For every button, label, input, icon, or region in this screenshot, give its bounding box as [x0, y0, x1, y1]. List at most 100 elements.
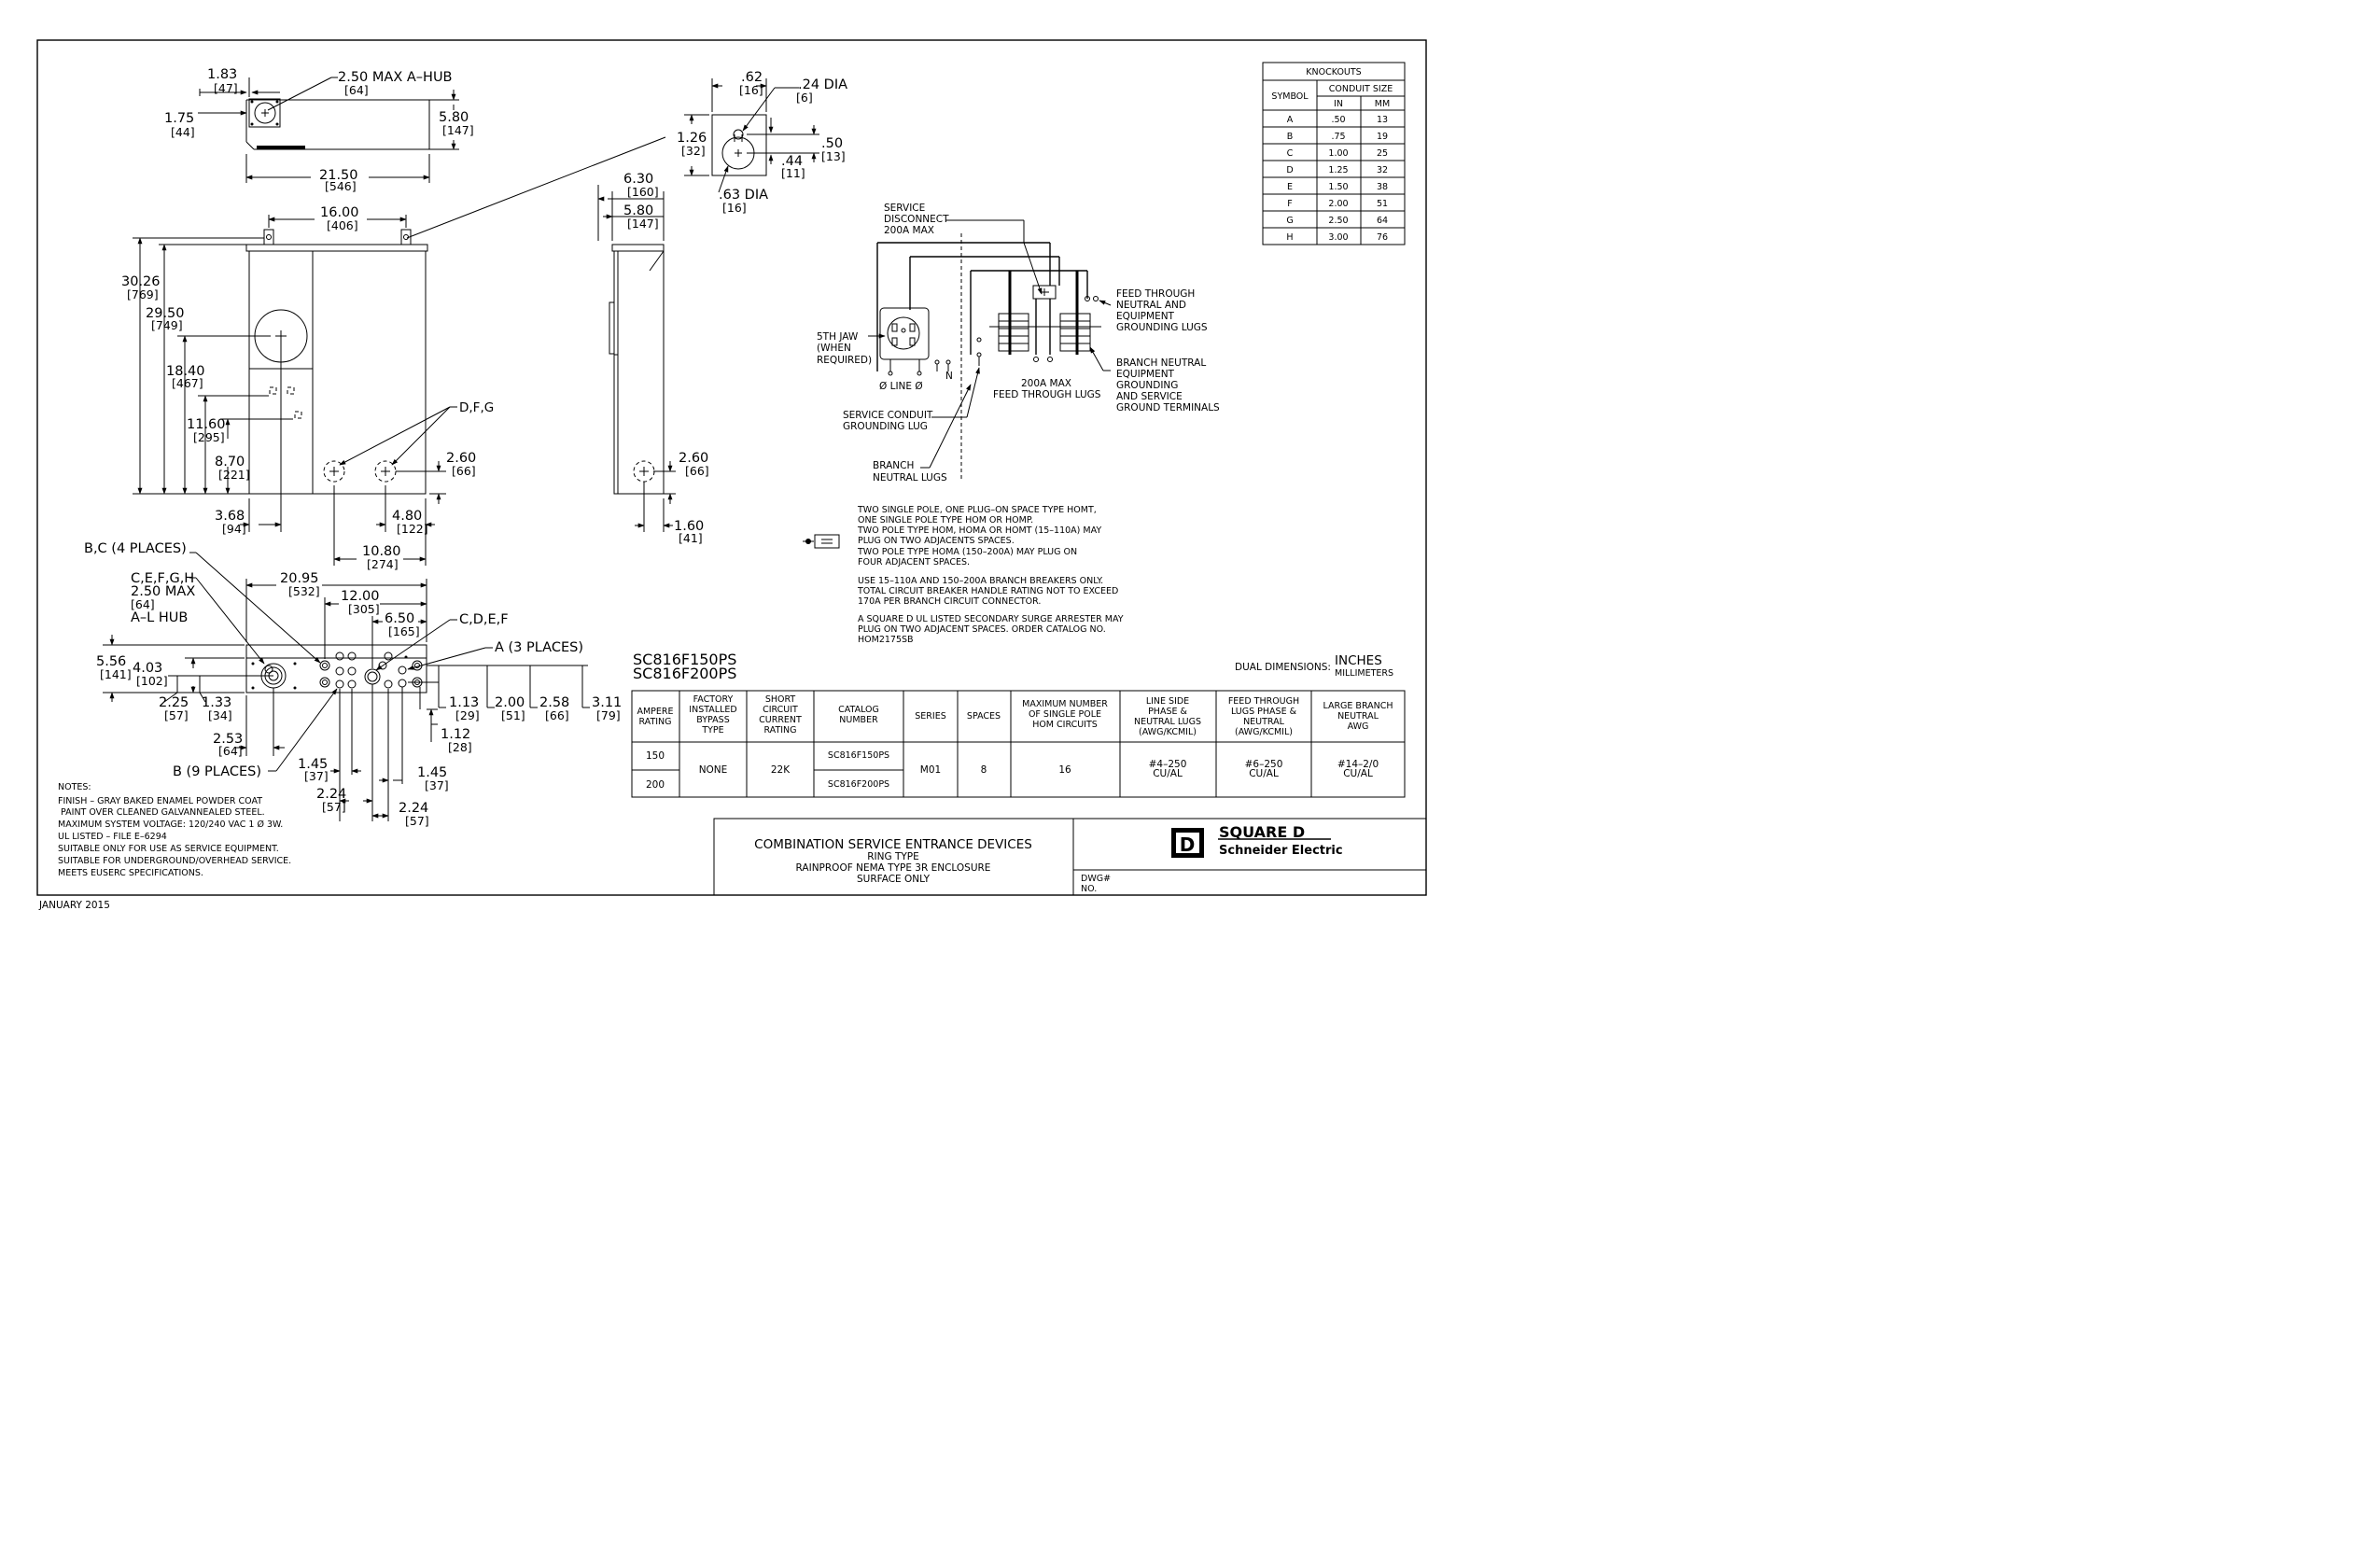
hdr-feed-lugs: LUGS PHASE & — [1231, 707, 1297, 717]
label-service-1: SERVICE — [884, 203, 925, 214]
note-line: SUITABLE ONLY FOR USE AS SERVICE EQUIPME… — [58, 844, 279, 854]
cell-amp-200: 200 — [646, 779, 665, 791]
hdr-bypass: INSTALLED — [689, 705, 736, 715]
note-line: PAINT OVER CLEANED GALVANNEALED STEEL. — [58, 807, 265, 818]
label-branch-1: BRANCH NEUTRAL — [1116, 357, 1206, 369]
label-feed200-2: FEED THROUGH LUGS — [993, 389, 1101, 400]
bottom-view — [103, 552, 590, 821]
ko-row-mm: 32 — [1377, 165, 1388, 175]
catalog-heading: SC816F150PS SC816F200PS DUAL DIMENSIONS:… — [633, 651, 1393, 682]
ko-row-in: .75 — [1331, 132, 1345, 142]
hdr-line-lugs: PHASE & — [1148, 707, 1187, 717]
dim-top-b: 1.75 — [164, 111, 194, 126]
dwg-no-label: NO. — [1081, 884, 1097, 894]
title-main: COMBINATION SERVICE ENTRANCE DEVICES — [754, 837, 1032, 852]
label-jaw-3: REQUIRED) — [817, 355, 872, 366]
hdr-branch-neutral: LARGE BRANCH — [1323, 701, 1393, 711]
dim-sd-580-mm: [147] — [627, 217, 659, 231]
dim-bt-224a-mm: [57] — [322, 800, 346, 814]
dim-bt-556-mm: [141] — [100, 667, 132, 681]
cell-line-lugs: #4–250 — [1149, 759, 1187, 770]
note-line: FINISH – GRAY BAKED ENAMEL POWDER COAT — [58, 796, 262, 806]
breaker-note-line: ONE SINGLE POLE TYPE HOM OR HOMP. — [858, 515, 1033, 525]
cell-spaces: 8 — [981, 764, 987, 776]
dim-bt-145a-mm: [37] — [304, 769, 329, 783]
dim-sd-260-mm: [66] — [685, 464, 709, 478]
dim-bt-113-mm: [29] — [455, 708, 480, 722]
dual-dim-label: DUAL DIMENSIONS: — [1235, 662, 1331, 673]
dim-fr-3026-mm: [769] — [127, 287, 159, 301]
label-250max-mm: [64] — [131, 597, 155, 611]
hdr-line-lugs: (AWG/KCMIL) — [1139, 727, 1197, 737]
spec-table-text: AMPERE RATING FACTORY INSTALLED BYPASS T… — [637, 694, 1393, 791]
cell-cat-150: SC816F150PS — [828, 750, 889, 761]
ko-mm-header: MM — [1375, 99, 1390, 109]
notes: NOTES: FINISH – GRAY BAKED ENAMEL POWDER… — [58, 782, 291, 878]
label-branch-5: GROUND TERMINALS — [1116, 402, 1220, 413]
keyhole-detail — [406, 78, 819, 239]
dim-sd-260: 2.60 — [679, 451, 708, 466]
ko-conduit-header: CONDUIT SIZE — [1329, 84, 1393, 94]
label-branch-2: EQUIPMENT — [1116, 369, 1175, 380]
ko-row-in: 1.25 — [1328, 165, 1348, 175]
ko-row-in: 1.50 — [1328, 182, 1348, 192]
dim-sd-630: 6.30 — [623, 172, 653, 187]
ko-row-symbol: H — [1286, 232, 1293, 243]
dim-fr-1160: 11.60 — [187, 417, 226, 432]
breaker-note-line: 170A PER BRANCH CIRCUIT CONNECTOR. — [858, 596, 1041, 607]
label-feed-3: EQUIPMENT — [1116, 311, 1175, 322]
ko-row-mm: 19 — [1377, 132, 1388, 142]
breaker-note-line: TWO POLE TYPE HOMA (150–200A) MAY PLUG O… — [857, 547, 1077, 557]
dim-fr-368: 3.68 — [215, 509, 245, 524]
ko-row-symbol: C — [1287, 148, 1294, 159]
dim-top-hub: 2.50 MAX A–HUB — [338, 70, 453, 85]
ko-row-symbol: A — [1287, 115, 1294, 125]
dim-bt-403-mm: [102] — [136, 674, 168, 688]
ko-row-mm: 51 — [1377, 199, 1388, 209]
wiring-schematic — [868, 219, 1112, 481]
label-a3: A (3 PLACES) — [495, 640, 583, 655]
ko-symbol-header: SYMBOL — [1271, 91, 1309, 102]
model-150: SC816F150PS — [633, 651, 736, 668]
dim-kh-63-mm: [16] — [722, 201, 747, 215]
dim-bt-113: 1.13 — [449, 695, 479, 710]
dim-top-c-mm: [147] — [442, 123, 474, 137]
dim-bt-112: 1.12 — [441, 727, 470, 742]
dim-kh-44: .44 — [781, 154, 803, 169]
dim-kh-24-mm: [6] — [796, 91, 813, 105]
wiring-labels: SERVICE DISCONNECT 200A MAX 5TH JAW (WHE… — [817, 203, 1220, 483]
label-neutral: N — [945, 371, 953, 382]
cell-max-circuits: 16 — [1058, 764, 1071, 776]
dim-bt-200-mm: [51] — [501, 708, 525, 722]
dim-bt-2095-mm: [532] — [288, 584, 320, 598]
hdr-bypass: TYPE — [701, 725, 723, 735]
title-block — [713, 818, 1427, 896]
label-alhub: A–L HUB — [131, 610, 188, 625]
dim-sd-160-mm: [41] — [679, 531, 703, 545]
front-view — [133, 215, 457, 566]
hdr-sccr: RATING — [763, 725, 796, 735]
dim-fr-1840: 18.40 — [166, 364, 205, 379]
dim-top-a: 1.83 — [207, 67, 237, 82]
label-feed200-1: 200A MAX — [1021, 378, 1071, 389]
hdr-sccr: CIRCUIT — [763, 705, 798, 715]
dim-bt-258-mm: [66] — [545, 708, 569, 722]
ko-row-in: 2.00 — [1328, 199, 1348, 209]
ko-row-mm: 25 — [1377, 148, 1388, 159]
label-branch-4: AND SERVICE — [1116, 391, 1183, 402]
dim-fr-1080-mm: [274] — [367, 557, 399, 571]
note-line: MAXIMUM SYSTEM VOLTAGE: 120/240 VAC 1 Ø … — [58, 820, 283, 830]
cell-branch-neutral: #14–2/0 — [1337, 759, 1379, 770]
brand-sub: Schneider Electric — [1219, 844, 1343, 858]
breaker-note-line: HOM2175SB — [858, 635, 914, 645]
cell-series: M01 — [920, 764, 941, 776]
dim-bt-253-mm: [64] — [218, 744, 243, 758]
hdr-ampere: AMPERE — [637, 707, 673, 717]
hdr-line-lugs: NEUTRAL LUGS — [1134, 717, 1201, 727]
dim-bt-650: 6.50 — [385, 611, 414, 626]
label-service-3: 200A MAX — [884, 225, 934, 236]
dim-top-hub-mm: [64] — [344, 83, 369, 97]
hdr-max-circuits: MAXIMUM NUMBER — [1022, 699, 1108, 709]
ko-row-symbol: E — [1287, 182, 1293, 192]
dim-fr-480-mm: [122] — [397, 522, 428, 536]
